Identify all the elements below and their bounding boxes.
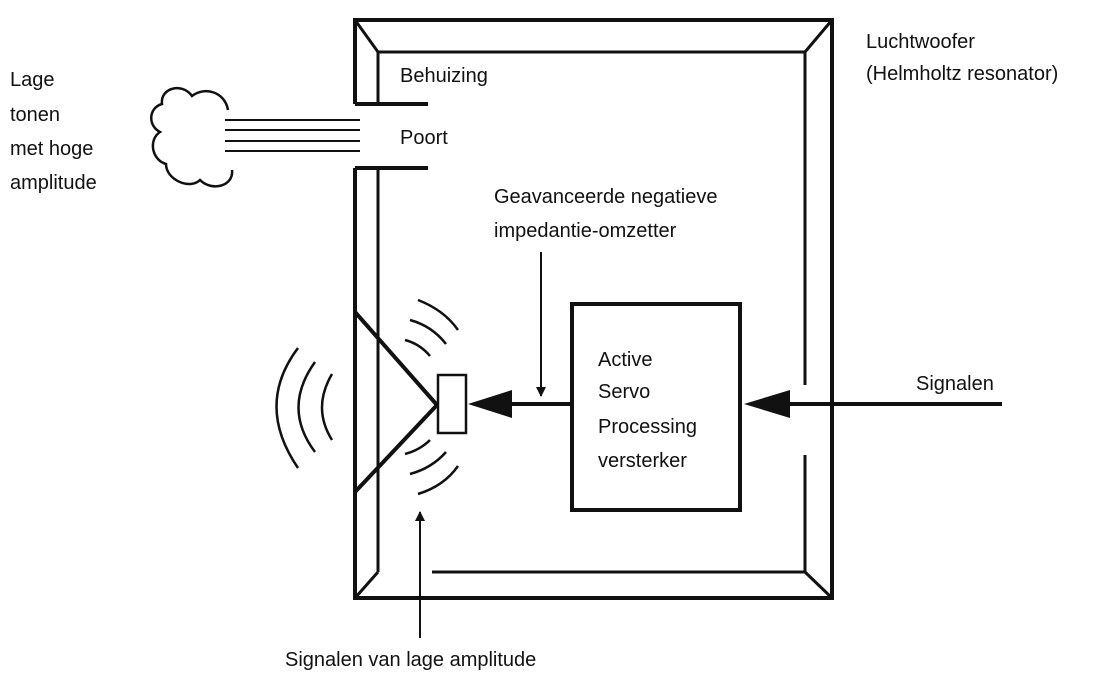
bevel-bottom-right (803, 570, 834, 600)
enclosure-inner-top-left (376, 50, 807, 385)
sound-waves-upper (404, 298, 460, 357)
enclosure-outer-wall (353, 18, 834, 600)
voice-coil (436, 373, 468, 435)
label-luchtwoofer-1: Luchtwoofer (866, 31, 975, 53)
label-amp-2: Servo (598, 381, 650, 403)
bevel-top-right (803, 19, 834, 53)
label-low-amplitude: Signalen van lage amplitude (285, 649, 536, 671)
enclosure-inner (353, 19, 834, 600)
enclosure (353, 18, 834, 600)
label-lage-1: Lage (10, 69, 55, 91)
arrow-head-amp-to-coil (468, 390, 512, 418)
label-amp-4: versterker (598, 450, 687, 472)
sound-waves-lower (404, 439, 460, 496)
port (355, 102, 428, 170)
arrow-head-signal-in (744, 390, 790, 418)
label-amp-3: Processing (598, 416, 697, 438)
label-amp-1: Active (598, 349, 652, 371)
air-flow-lines (225, 119, 360, 152)
label-luchtwoofer-2: (Helmholtz resonator) (866, 63, 1058, 85)
cloud-icon (150, 86, 234, 188)
label-behuizing: Behuizing (400, 65, 488, 87)
amplifier-box (570, 302, 742, 512)
bevel-bottom-left (353, 571, 380, 599)
label-lage-3: met hoge (10, 138, 93, 160)
label-converter-2: impedantie-omzetter (494, 220, 677, 242)
label-lage-2: tonen (10, 104, 60, 126)
label-poort: Poort (400, 127, 448, 149)
label-lage-4: amplitude (10, 172, 97, 194)
sound-waves-outside (275, 347, 334, 469)
label-converter-1: Geavanceerde negatieve (494, 186, 718, 208)
label-signalen: Signalen (916, 373, 994, 395)
bevel-top-left (353, 19, 380, 53)
speaker-cone (353, 310, 440, 494)
labels: Lage tonen met hoge amplitude Behuizing … (10, 31, 1058, 671)
